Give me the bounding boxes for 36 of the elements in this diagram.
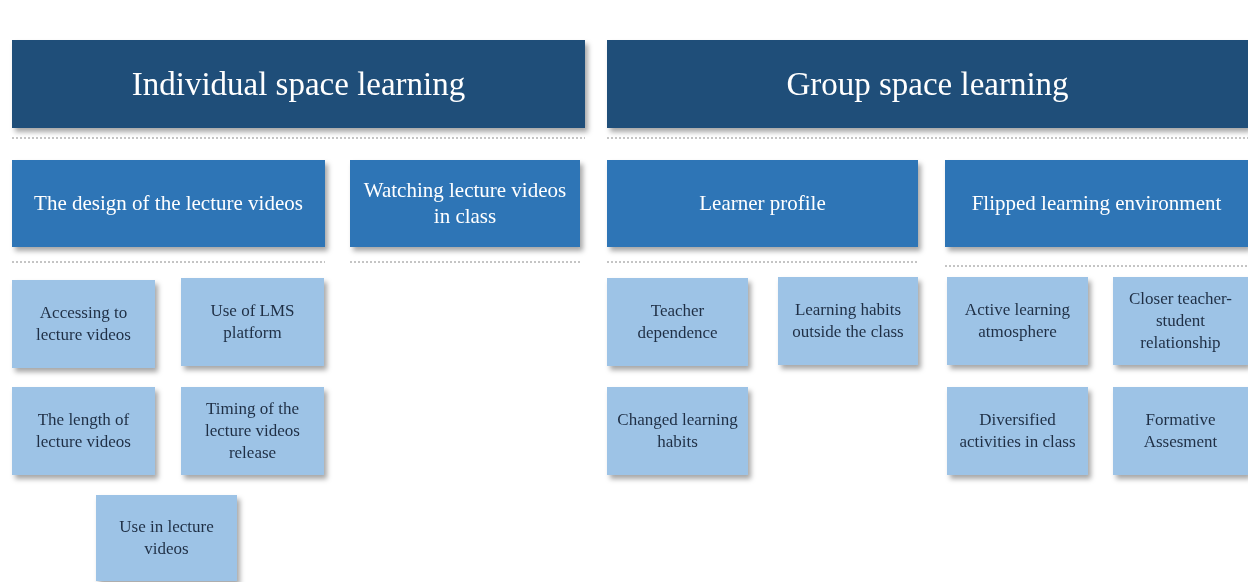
section-header [12, 40, 585, 128]
card-text: Formative Assesment [1142, 408, 1219, 453]
card-text: Watching lecture videos in class [362, 178, 568, 229]
card-text: Learning habits outside the class [791, 298, 905, 343]
theme-card [947, 387, 1088, 475]
card-text: Use in lecture videos [118, 515, 215, 560]
section-header [607, 40, 1248, 128]
card-text: Changed learning habits [616, 408, 739, 453]
card-text: Timing of the lecture videos release [204, 397, 301, 465]
category-header [945, 160, 1248, 247]
category-header [12, 160, 325, 247]
card-text: Learner profile [699, 190, 826, 217]
theme-card [181, 278, 324, 366]
card-text: The design of the lecture videos [34, 190, 303, 217]
theme-card [12, 280, 155, 368]
card-text: Active learning atmosphere [963, 298, 1072, 343]
theme-card [1113, 387, 1248, 475]
theme-card [778, 277, 918, 365]
theme-card [96, 495, 237, 581]
theme-card [607, 387, 748, 475]
card-text: The length of lecture videos [35, 408, 132, 453]
category-header [350, 160, 580, 247]
card-text: Teacher dependence [636, 299, 719, 344]
card-text: Use of LMS platform [209, 299, 296, 344]
card-text: Group space learning [786, 65, 1069, 103]
category-header [607, 160, 918, 247]
card-text: Flipped learning environment [971, 190, 1222, 217]
theme-card [607, 278, 748, 366]
theme-card [181, 387, 324, 475]
card-text: Diversified activities in class [958, 408, 1077, 453]
theme-card [1113, 277, 1248, 365]
card-text: Closer teacher-student relationship [1128, 287, 1233, 355]
theme-card [12, 387, 155, 475]
card-text: Accessing to lecture videos [35, 301, 132, 346]
theme-card [947, 277, 1088, 365]
card-text: Individual space learning [131, 65, 466, 103]
